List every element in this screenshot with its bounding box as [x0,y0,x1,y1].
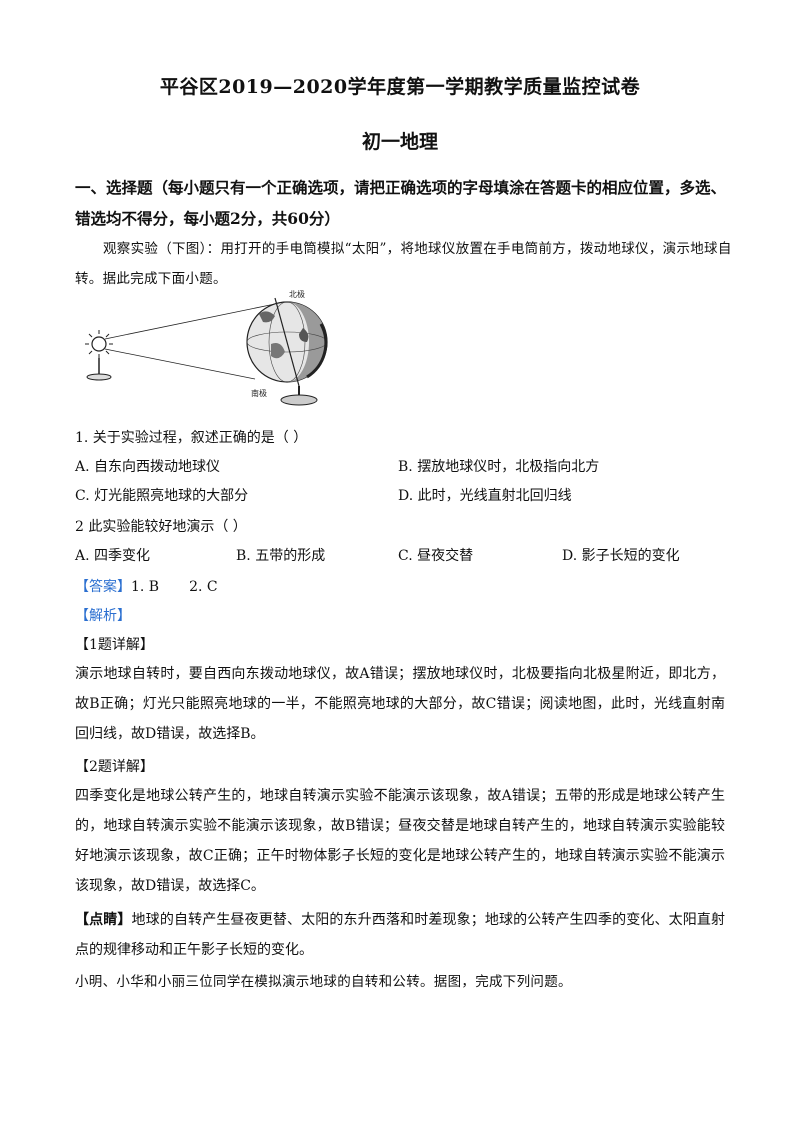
q1-option-a: A. 自东向西拨动地球仪 [75,459,221,475]
q1-option-d: D. 此时，光线直射北回归线 [398,488,572,504]
q2-detail-heading: 【2题详解】 [75,759,154,775]
q1-detail-text: 演示地球自转时，要自西向东拨动地球仪，故A错误；摆放地球仪时，北极要指向北极星附… [75,666,725,742]
exam-subtitle: 初一地理 [361,131,438,153]
tip-label: 【点睛】 [75,912,132,928]
south-pole-label: 南极 [251,388,267,398]
q1-option-c: C. 灯光能照亮地球的大部分 [75,488,249,504]
answer-line: 【答案】1. B 2. C [75,576,218,598]
tip-paragraph: 【点睛】地球的自转产生昼夜更替、太阳的东升西落和时差现象；地球的公转产生四季的变… [75,905,725,965]
q2-option-a: A. 四季变化 [75,548,151,564]
light-ray-top [104,303,276,340]
next-question-intro: 小明、小华和小丽三位同学在模拟演示地球的自转和公转。据图，完成下列问题。 [75,974,572,990]
question-1-stem: 1. 关于实验过程，叙述正确的是（ ） [75,430,308,446]
exam-title: 平谷区2019—2020学年度第一学期教学质量监控试卷 [159,76,641,98]
north-pole-label: 北极 [289,289,305,299]
answer-2: 2. C [189,579,218,595]
light-ray-bottom [104,348,256,380]
sun-icon [85,330,113,381]
section-heading: 一、选择题（每小题只有一个正确选项，请把正确选项的字母填涂在答题卡的相应位置，多… [75,178,727,228]
answer-label: 【答案】 [75,579,131,595]
q2-detail-text: 四季变化是地球公转产生的，地球自转演示实验不能演示该现象，故A错误；五带的形成是… [75,788,725,894]
q2-option-d: D. 影子长短的变化 [562,548,680,564]
question-2-stem: 2 此实验能较好地演示（ ） [75,519,247,535]
analysis-label: 【解析】 [75,608,131,624]
question-intro: 观察实验（下图）：用打开的手电筒模拟“太阳”，将地球仪放置在手电筒前方，拨动地球… [75,241,732,287]
globe-icon [246,297,328,406]
q2-option-b: B. 五带的形成 [236,548,326,564]
q1-detail-heading: 【1题详解】 [75,637,154,653]
experiment-figure: 北极 南极 [85,289,328,406]
answer-1: 1. B [131,579,160,595]
q1-option-b: B. 摆放地球仪时，北极指向北方 [398,459,600,475]
q2-option-c: C. 昼夜交替 [398,548,474,564]
tip-text: 地球的自转产生昼夜更替、太阳的东升西落和时差现象；地球的公转产生四季的变化、太阳… [75,912,726,958]
